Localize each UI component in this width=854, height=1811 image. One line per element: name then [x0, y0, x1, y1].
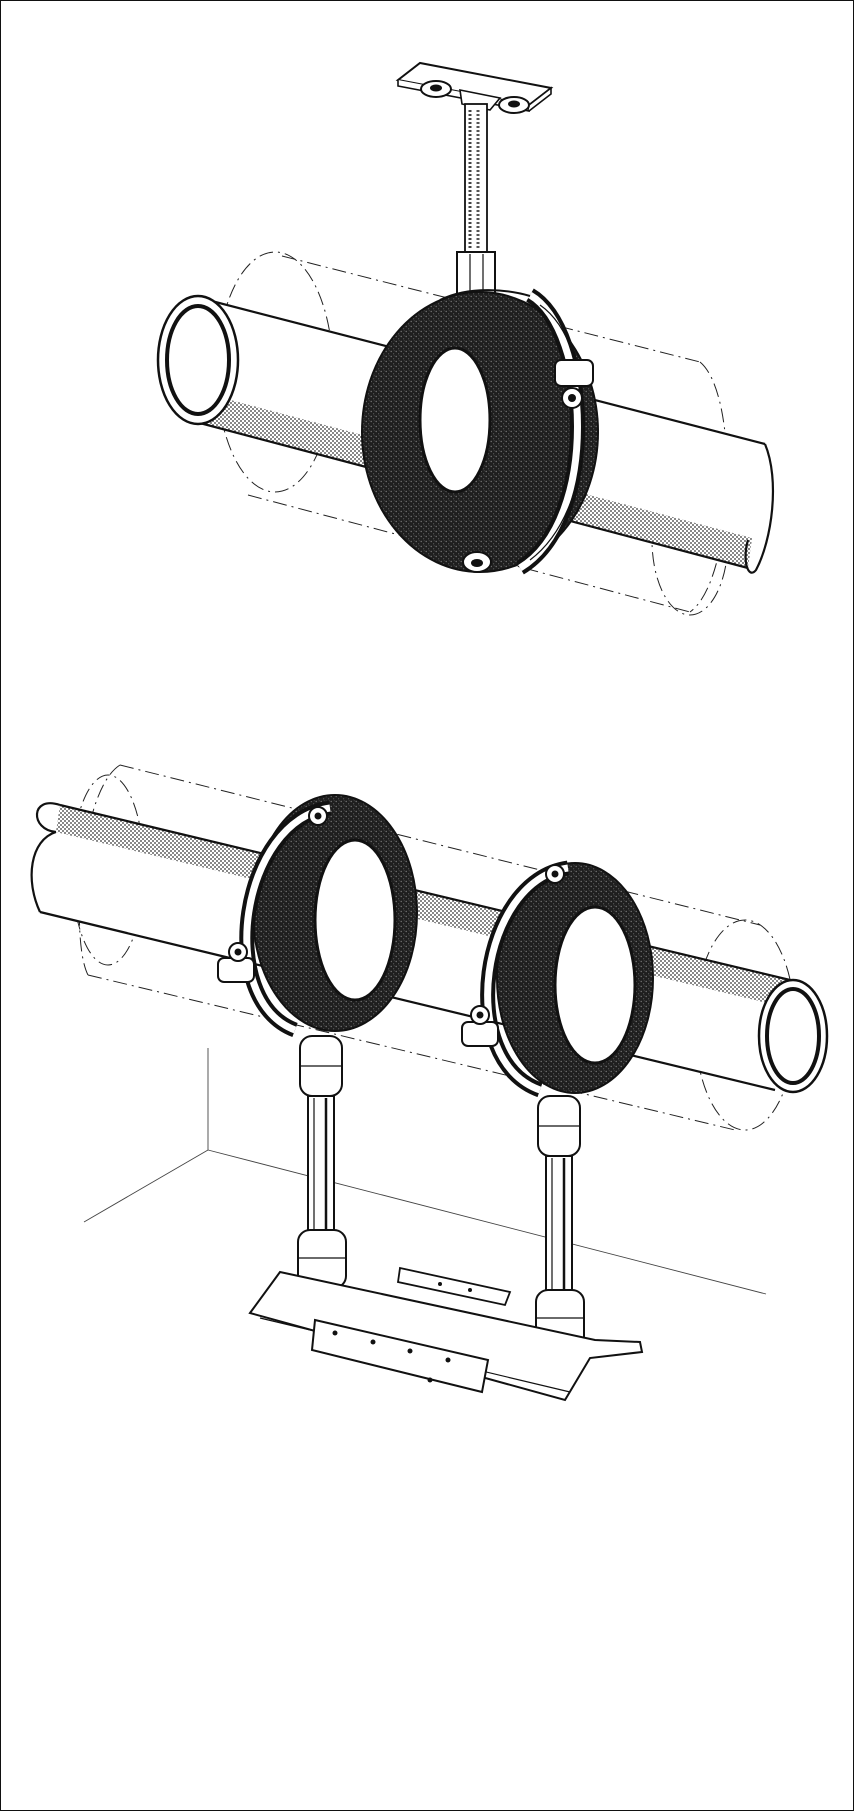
- threaded-rod: [456, 103, 496, 297]
- ceiling-mounting-plate: [395, 61, 554, 114]
- support-post-left: [297, 1035, 347, 1289]
- pipe-clamp-bottom-left: [217, 794, 418, 1038]
- pipe-clamp-top: [361, 288, 599, 575]
- base-rail: [248, 1266, 644, 1402]
- support-post-right: [535, 1095, 585, 1349]
- floor-standing-assembly: [30, 764, 829, 1402]
- pipe-clamp-bottom-right: [461, 860, 654, 1098]
- pipe-bottom: [30, 802, 829, 1094]
- ceiling-hung-assembly: [156, 61, 774, 616]
- wall-corner-lines: [83, 1048, 767, 1295]
